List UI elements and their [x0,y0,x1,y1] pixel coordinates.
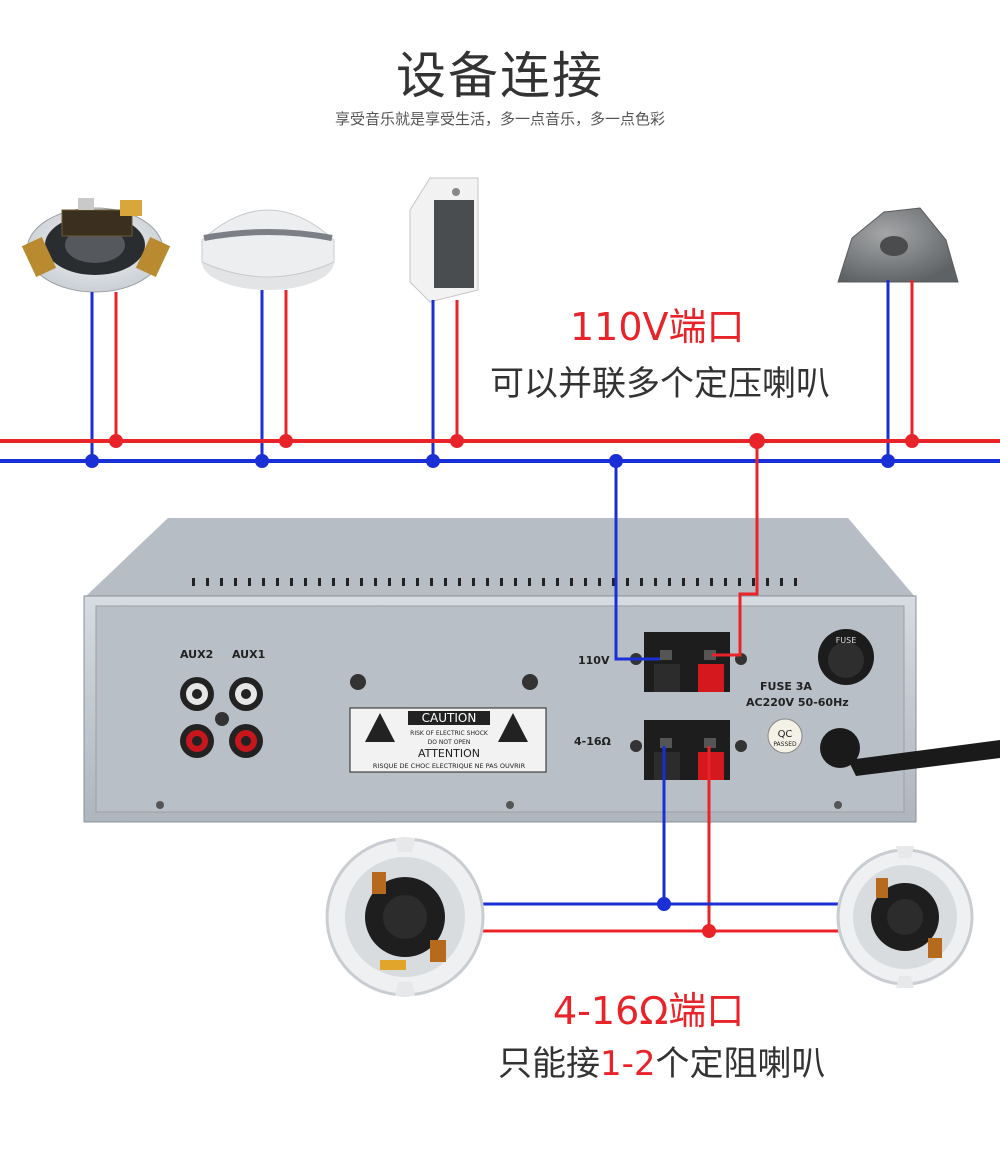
qc-sticker: QC PASSED [768,719,802,753]
wall-speaker [410,178,478,302]
port-ohm-label: 4-16Ω端口 [553,980,744,1035]
qc-text: QC [778,729,793,740]
qc-passed-text: PASSED [773,741,797,748]
port-110v-description: 可以并联多个定压喇叭 [490,356,830,405]
ceiling-speaker-left [327,838,483,996]
caution-label: CAUTION RISK OF ELECTRIC SHOCK DO NOT OP… [350,708,546,772]
attention-title: ATTENTION [418,747,480,760]
dome-speaker [202,210,334,290]
terminal-110v [644,632,730,692]
ceiling-speaker-transformer [22,198,170,292]
aux1-label: AUX1 [232,648,265,661]
aux2-label: AUX2 [180,648,213,661]
ceiling-speaker-right [838,846,972,988]
terminal-ohm-label: 4-16Ω [574,735,612,748]
port-110v-label: 110V端口 [570,296,745,351]
port-ohm-description: 只能接1-2个定阻喇叭 [498,1036,826,1085]
fuse-cap-label: FUSE [836,636,857,645]
caution-title: CAUTION [422,711,477,725]
port-ohm-desc-highlight: 1-2 [600,1044,656,1084]
fuse-rating: FUSE 3A [760,680,812,693]
amplifier-rear-panel: AUX2 AUX1 CAUTION RISK OF ELECTRIC SHOCK… [84,518,1000,822]
fuse-holder: FUSE [818,629,874,685]
attention-line: RISQUE DE CHOC ELECTRIQUE NE PAS OUVRIR [373,762,526,770]
port-ohm-desc-prefix: 只能接 [498,1044,600,1084]
power-spec: AC220V 50-60Hz [746,696,849,709]
terminal-4-16-ohm [644,720,730,780]
rock-speaker [838,208,958,282]
terminal-110v-label: 110V [578,654,610,667]
port-ohm-desc-suffix: 个定阻喇叭 [656,1044,826,1084]
caution-line2: DO NOT OPEN [428,739,471,746]
caution-line1: RISK OF ELECTRIC SHOCK [410,730,489,737]
